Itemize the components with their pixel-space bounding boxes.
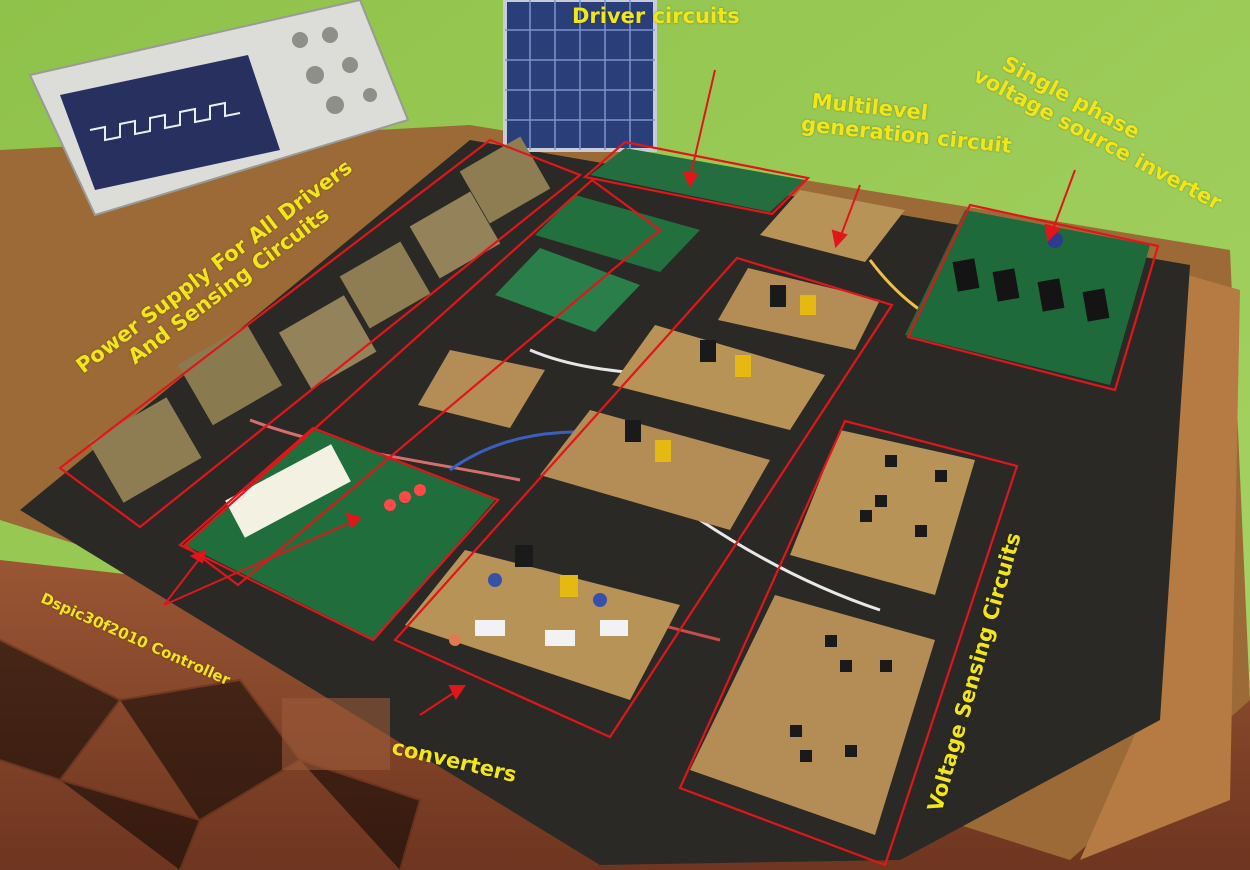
voltage-sensing-box <box>678 419 1019 867</box>
converter-board-3 <box>540 410 770 530</box>
transformers <box>88 136 551 503</box>
multilevel-board <box>760 190 905 262</box>
inverter-board <box>905 210 1150 385</box>
converter-board-4 <box>405 550 680 700</box>
converter-components <box>449 285 816 646</box>
small-board <box>418 350 545 428</box>
voltage-sensing-board-2 <box>690 595 935 835</box>
driver-board <box>590 148 805 212</box>
driver-box <box>582 140 811 216</box>
floor-tiles <box>0 639 422 870</box>
oscilloscope <box>28 0 410 217</box>
led <box>384 499 396 511</box>
power-supply-box-2 <box>183 178 662 587</box>
solar-panel <box>503 0 657 152</box>
controller-box <box>178 426 500 642</box>
label-driver-circuits: Driver circuits <box>572 4 740 28</box>
inverter-box <box>906 203 1160 392</box>
converter-box <box>393 256 894 739</box>
led <box>399 491 411 503</box>
driver-board-3 <box>495 248 640 332</box>
led <box>414 484 426 496</box>
converter-board-1 <box>718 268 880 350</box>
lcd-display <box>225 444 351 538</box>
blur-patch <box>282 698 390 770</box>
power-supply-box <box>58 138 583 529</box>
voltage-sensing-board-1 <box>790 430 975 595</box>
inverter-switches <box>952 258 1110 322</box>
driver-board-2 <box>535 195 700 272</box>
converter-board-2 <box>612 325 825 430</box>
sensing-components <box>790 455 947 762</box>
annotation-arrows <box>163 69 1076 716</box>
annotation-boxes <box>58 138 1160 867</box>
